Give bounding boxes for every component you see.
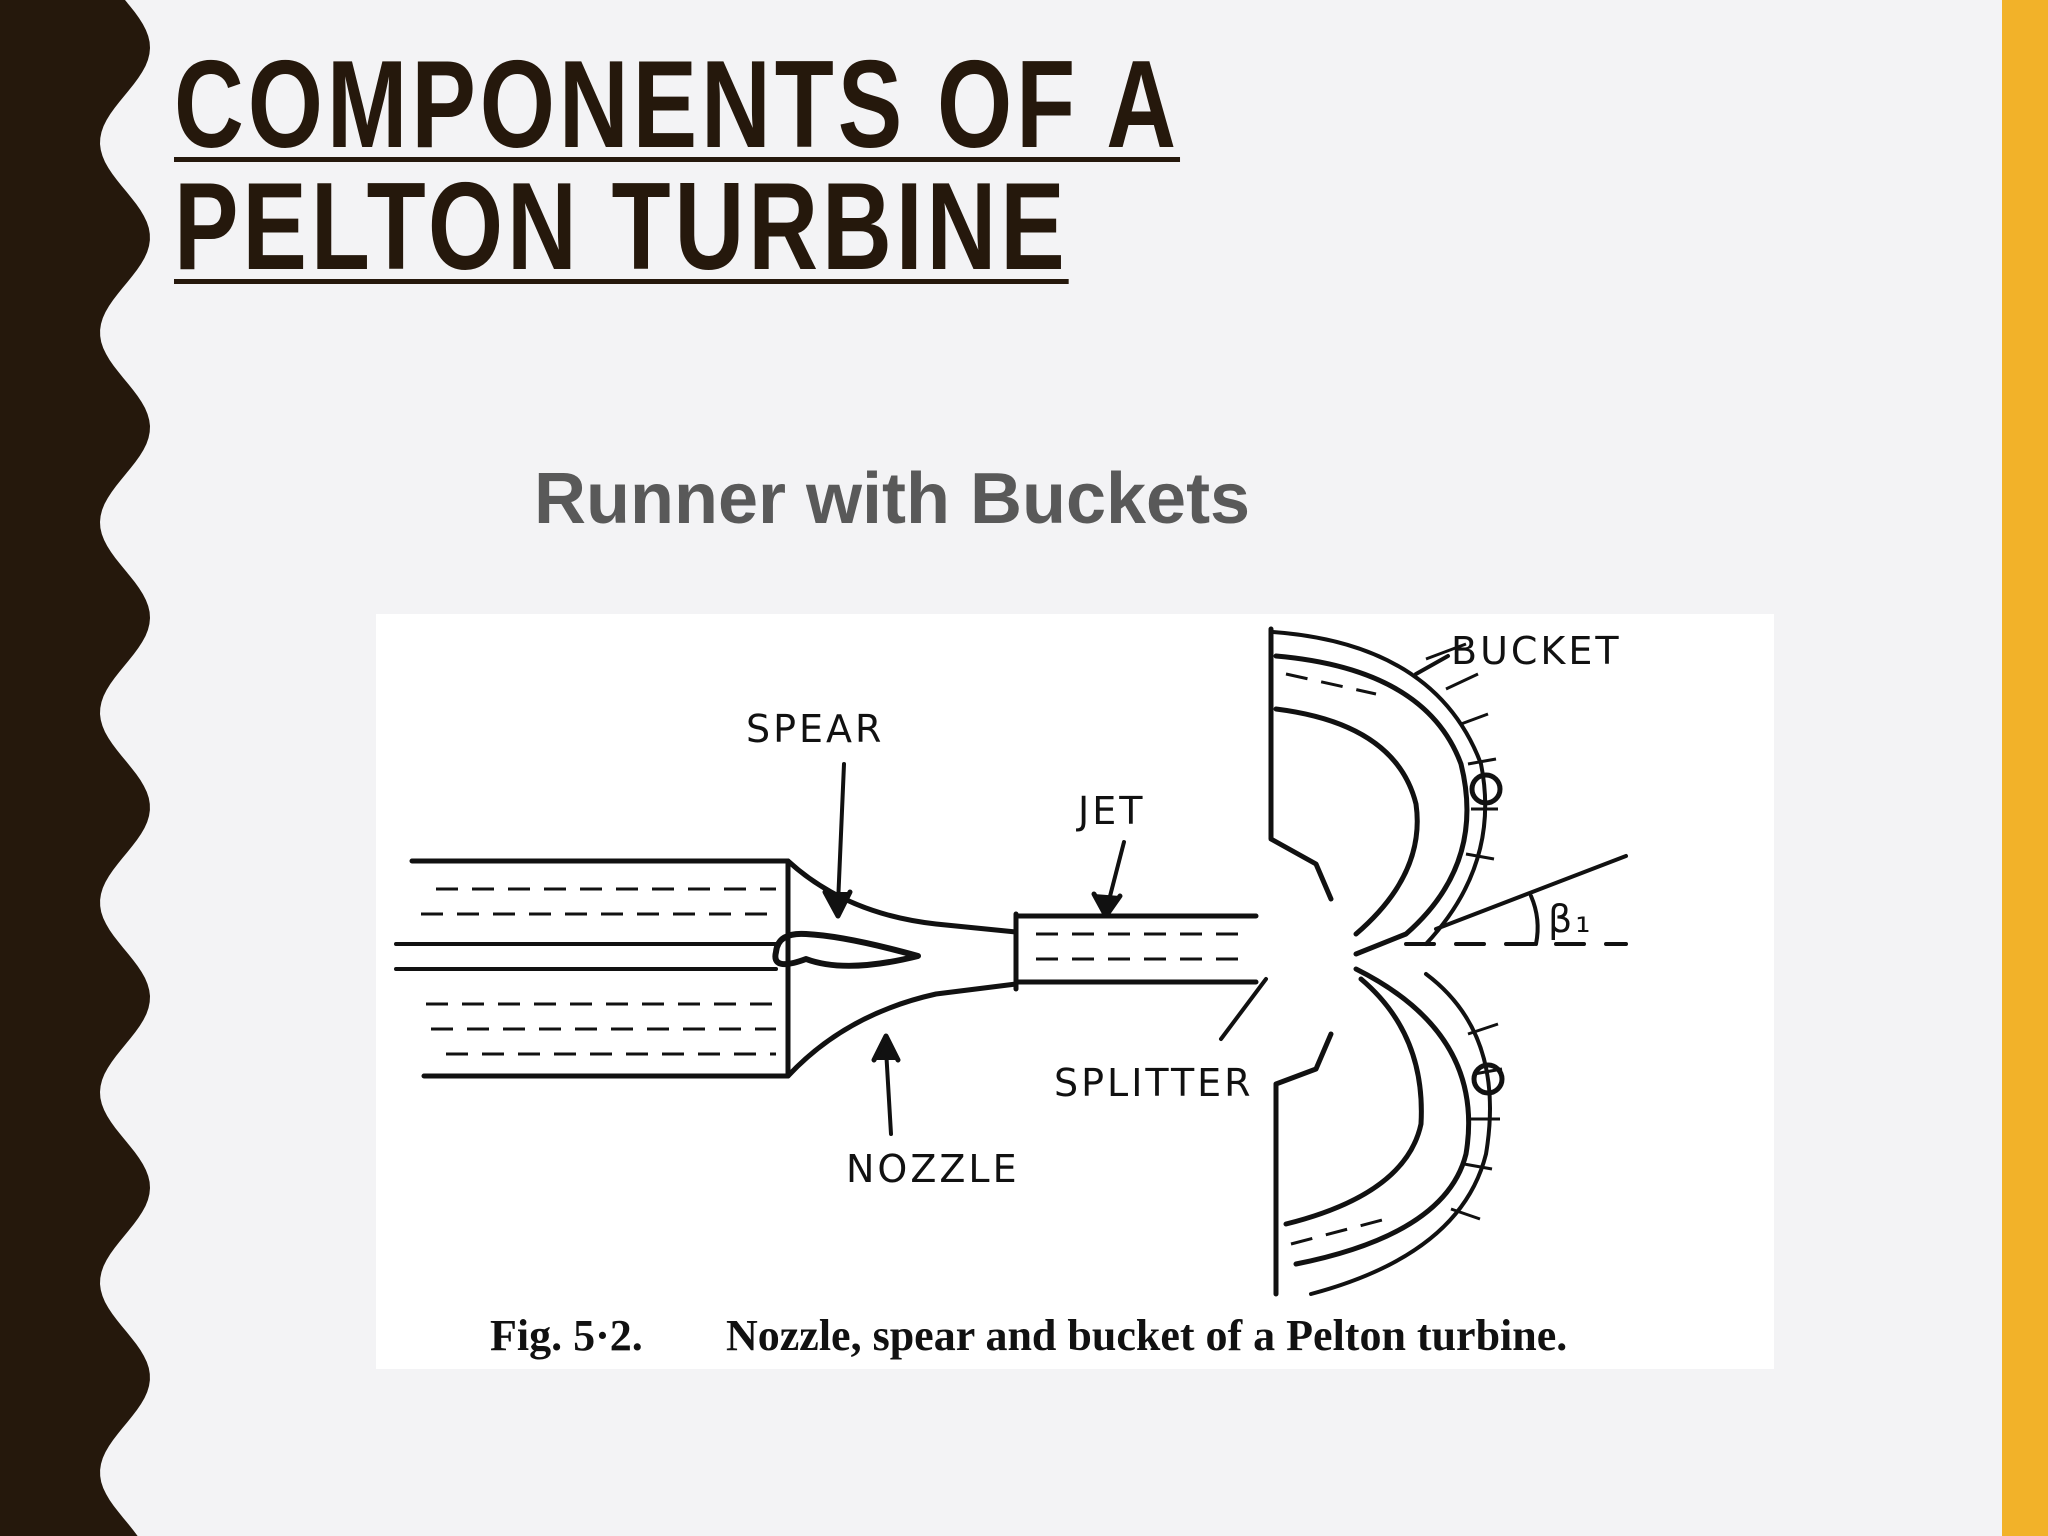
label-bucket: BUCKET bbox=[1451, 629, 1622, 673]
nozzle-body-lower bbox=[421, 981, 1019, 1079]
bucket-lower-outer bbox=[1293, 966, 1472, 1267]
nozzle-body bbox=[409, 858, 1019, 935]
bucket-lower-shell bbox=[1273, 1031, 1334, 1297]
left-decorative-wave-band bbox=[0, 0, 150, 1536]
pelton-diagram: SPEAR JET BUCKET SPLITTER NOZZLE β₁ Fig.… bbox=[394, 626, 1628, 1360]
bucket-upper-inner bbox=[1273, 706, 1420, 937]
right-accent-bar bbox=[2002, 0, 2048, 1536]
label-nozzle: NOZZLE bbox=[846, 1147, 1020, 1191]
pelton-diagram-figure: SPEAR JET BUCKET SPLITTER NOZZLE β₁ Fig.… bbox=[376, 614, 1774, 1369]
label-splitter: SPLITTER bbox=[1054, 1061, 1254, 1105]
figure-caption-text: Nozzle, spear and bucket of a Pelton tur… bbox=[726, 1311, 1567, 1360]
figure-caption-number: Fig. 5·2. bbox=[490, 1311, 643, 1360]
label-angle-beta: β₁ bbox=[1548, 897, 1593, 941]
bucket-lower-inner bbox=[1283, 976, 1424, 1227]
spear bbox=[772, 930, 921, 969]
slide-subtitle: Runner with Buckets bbox=[534, 459, 1251, 539]
label-spear: SPEAR bbox=[746, 707, 884, 751]
bucket-upper-outer bbox=[1273, 653, 1470, 957]
label-jet: JET bbox=[1076, 789, 1145, 833]
bucket-upper-shell bbox=[1268, 626, 1334, 902]
slide-title: COMPONENTS OF A PELTON TURBINE bbox=[174, 36, 1181, 296]
